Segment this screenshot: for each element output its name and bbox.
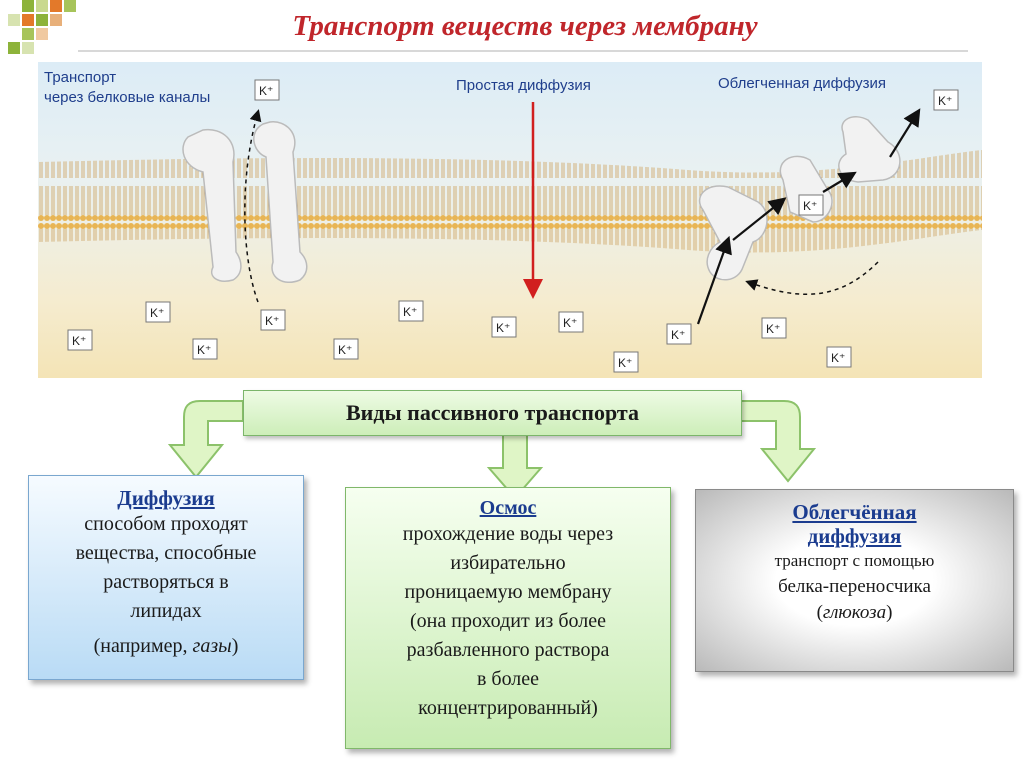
osmosis-line-1: прохождение воды через — [402, 523, 614, 545]
svg-text:K⁺: K⁺ — [403, 305, 417, 319]
svg-text:K⁺: K⁺ — [197, 343, 211, 357]
ion-k-13: K⁺ — [761, 317, 787, 339]
ion-k-3: K⁺ — [798, 194, 824, 216]
passive-transport-types-box: Виды пассивного транспорта — [243, 390, 742, 436]
ion-k-15: K⁺ — [826, 346, 852, 368]
corner-decoration — [8, 0, 76, 54]
membrane-figure: Транспорт через белковые каналы Простая … — [38, 62, 982, 378]
svg-text:K⁺: K⁺ — [563, 316, 577, 330]
facilitated-line-1: транспорт с помощью — [774, 551, 935, 570]
facilitated-heading-line-2[interactable]: диффузия — [807, 524, 902, 548]
ion-k-7: K⁺ — [558, 311, 584, 333]
facilitated-line-2: белка-переносчика — [778, 576, 931, 597]
osmosis-line-4: (она проходит из более — [410, 610, 606, 632]
facilitated-heading-line-1[interactable]: Облегчённая — [792, 500, 917, 524]
osmosis-heading[interactable]: Осмос — [479, 497, 537, 519]
diffusion-line-4: липидах — [130, 600, 202, 622]
facilitated-diffusion-box: Облегчённая диффузия транспорт с помощью… — [695, 489, 1014, 672]
label-simple-diffusion: Простая диффузия — [456, 77, 591, 94]
title-underline — [78, 50, 968, 52]
svg-text:K⁺: K⁺ — [831, 351, 845, 365]
ion-k-5: K⁺ — [260, 309, 286, 331]
osmosis-box: Осмос прохождение воды через избирательн… — [345, 487, 671, 749]
svg-text:K⁺: K⁺ — [671, 328, 685, 342]
arrow-right — [739, 400, 817, 483]
svg-text:K⁺: K⁺ — [72, 334, 86, 348]
diffusion-line-2: вещества, способные — [75, 542, 257, 564]
ion-k-10: K⁺ — [192, 338, 218, 360]
svg-text:K⁺: K⁺ — [938, 94, 952, 108]
ion-k-11: K⁺ — [333, 338, 359, 360]
ion-k-12: K⁺ — [666, 323, 692, 345]
osmosis-line-2: избирательно — [450, 552, 566, 574]
svg-text:K⁺: K⁺ — [496, 321, 510, 335]
ion-k-9: K⁺ — [67, 329, 93, 351]
arrow-left — [167, 400, 244, 479]
svg-text:K⁺: K⁺ — [265, 314, 279, 328]
label-facilitated-diffusion: Облегченная диффузия — [718, 75, 886, 92]
label-channel-transport-line1: Транспорт — [44, 69, 116, 86]
osmosis-line-6: в более — [476, 668, 540, 690]
osmosis-line-3: проницаемую мембрану — [404, 581, 612, 603]
diffusion-heading[interactable]: Диффузия — [117, 486, 215, 510]
page-title: Транспорт веществ через мембрану — [292, 10, 758, 42]
svg-text:K⁺: K⁺ — [259, 84, 273, 98]
carrier-protein — [698, 116, 901, 281]
diffusion-line-1: способом проходят — [84, 513, 248, 535]
svg-text:K⁺: K⁺ — [618, 356, 632, 370]
ion-k-8: K⁺ — [491, 316, 517, 338]
facilitated-example: (глюкоза) — [816, 602, 893, 623]
ion-k-14: K⁺ — [613, 351, 639, 373]
arrow-center — [486, 433, 544, 500]
svg-text:K⁺: K⁺ — [338, 343, 352, 357]
protein-channel — [182, 121, 308, 283]
svg-text:K⁺: K⁺ — [766, 322, 780, 336]
ion-k-2: K⁺ — [933, 89, 959, 111]
ion-k-1: K⁺ — [254, 79, 280, 101]
svg-text:K⁺: K⁺ — [803, 199, 817, 213]
osmosis-line-5: разбавленного раствора — [406, 639, 610, 661]
diffusion-line-3: растворяться в — [103, 571, 229, 593]
svg-text:K⁺: K⁺ — [150, 306, 164, 320]
diffusion-example: (например, газы) — [93, 635, 239, 657]
ion-k-6: K⁺ — [398, 300, 424, 322]
ion-k-4: K⁺ — [145, 301, 171, 323]
osmosis-line-7: концентрированный) — [418, 697, 598, 719]
label-channel-transport-line2: через белковые каналы — [44, 89, 210, 106]
diffusion-box: Диффузия способом проходят вещества, спо… — [28, 475, 304, 680]
